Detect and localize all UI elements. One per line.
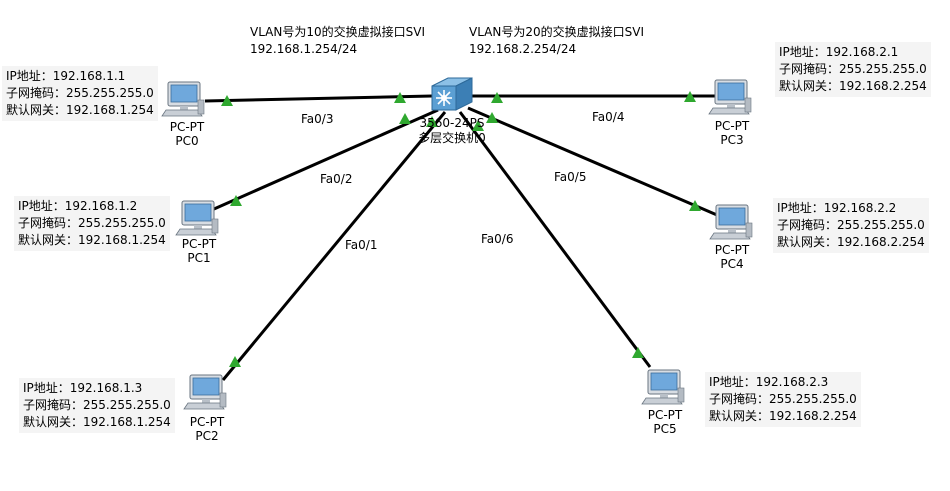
link-status-layer: [221, 91, 701, 367]
computer-icon[interactable]: [641, 369, 685, 405]
pc3-gateway: 默认网关：192.168.2.254: [779, 79, 927, 93]
pc3-mask: 子网掩码：255.255.255.0: [779, 62, 927, 76]
svi-vlan10-address: 192.168.1.254/24: [250, 42, 358, 56]
link-status-triangle: [399, 113, 411, 124]
pc0-label: PC-PT PC0: [152, 120, 222, 148]
link-pc2[interactable]: [221, 111, 447, 381]
link-status-triangle: [491, 92, 503, 103]
pc4-gateway: 默认网关：192.168.2.254: [777, 235, 925, 249]
link-status-triangle: [229, 356, 241, 367]
pc3-label: PC-PT PC3: [697, 119, 767, 147]
pc5-mask: 子网掩码：255.255.255.0: [709, 392, 857, 406]
pc5-config-note: IP地址：192.168.2.3 子网掩码：255.255.255.0 默认网关…: [705, 372, 861, 427]
port-label-fa0-1: Fa0/1: [345, 238, 378, 252]
pc5-gateway: 默认网关：192.168.2.254: [709, 409, 857, 423]
pc3-ip: IP地址：192.168.2.1: [779, 45, 899, 59]
pc2-type: PC-PT: [189, 415, 225, 429]
pc4-name: PC4: [720, 257, 744, 271]
pc4-label: PC-PT PC4: [697, 243, 767, 271]
computer-icon[interactable]: [161, 81, 205, 117]
multilayer-switch-icon[interactable]: [431, 77, 473, 111]
link-pc4[interactable]: [467, 106, 718, 217]
pc0-name: PC0: [175, 134, 199, 148]
pc3-name: PC3: [720, 133, 744, 147]
pc1-gateway: 默认网关：192.168.1.254: [18, 233, 166, 247]
pc2-label: PC-PT PC2: [172, 415, 242, 443]
computer-icon[interactable]: [175, 200, 219, 236]
pc5-ip: IP地址：192.168.2.3: [709, 375, 829, 389]
pc5-name: PC5: [653, 422, 677, 436]
pc0-gateway: 默认网关：192.168.1.254: [6, 103, 154, 117]
pc4-config-note: IP地址：192.168.2.2 子网掩码：255.255.255.0 默认网关…: [773, 198, 929, 253]
link-status-triangle: [426, 116, 438, 127]
pc1-config-note: IP地址：192.168.1.2 子网掩码：255.255.255.0 默认网关…: [14, 196, 170, 251]
pc2-gateway: 默认网关：192.168.1.254: [23, 415, 171, 429]
computer-icon[interactable]: [709, 204, 753, 240]
svi-vlan10-title: VLAN号为10的交换虚拟接口SVI: [250, 25, 425, 39]
svi-vlan20-title: VLAN号为20的交换虚拟接口SVI: [469, 25, 644, 39]
pc4-ip: IP地址：192.168.2.2: [777, 201, 897, 215]
link-status-triangle: [221, 95, 233, 106]
svi-vlan20-note: VLAN号为20的交换虚拟接口SVI 192.168.2.254/24: [469, 24, 644, 58]
port-label-fa0-4: Fa0/4: [592, 110, 625, 124]
link-status-triangle: [632, 347, 644, 358]
link-status-triangle: [472, 120, 484, 131]
pc4-type: PC-PT: [714, 243, 750, 257]
links-layer: [204, 94, 718, 381]
pc1-type: PC-PT: [181, 237, 217, 251]
pc5-label: PC-PT PC5: [630, 408, 700, 436]
pc1-name: PC1: [187, 251, 211, 265]
pc4-mask: 子网掩码：255.255.255.0: [777, 218, 925, 232]
pc5-type: PC-PT: [647, 408, 683, 422]
link-status-triangle: [684, 91, 696, 102]
link-status-triangle: [689, 200, 701, 211]
link-status-triangle: [486, 112, 498, 123]
pc0-type: PC-PT: [169, 120, 205, 134]
link-status-triangle: [394, 92, 406, 103]
computer-icon[interactable]: [708, 79, 752, 115]
pc2-mask: 子网掩码：255.255.255.0: [23, 398, 171, 412]
link-pc1[interactable]: [213, 108, 439, 211]
pc0-ip: IP地址：192.168.1.1: [6, 69, 126, 83]
pc3-config-note: IP地址：192.168.2.1 子网掩码：255.255.255.0 默认网关…: [775, 42, 931, 97]
pc2-ip: IP地址：192.168.1.3: [23, 381, 143, 395]
switch-model: 3560-24PS: [419, 116, 485, 130]
pc3-type: PC-PT: [714, 119, 750, 133]
pc1-label: PC-PT PC1: [164, 237, 234, 265]
svi-vlan10-note: VLAN号为10的交换虚拟接口SVI 192.168.1.254/24: [250, 24, 425, 58]
port-label-fa0-6: Fa0/6: [481, 232, 514, 246]
computer-icon[interactable]: [183, 374, 227, 410]
port-label-fa0-3: Fa0/3: [301, 112, 334, 126]
port-label-fa0-2: Fa0/2: [320, 172, 353, 186]
switch-name: 多层交换机0: [418, 131, 486, 145]
switch-label: 3560-24PS 多层交换机0: [397, 116, 507, 146]
pc0-mask: 子网掩码：255.255.255.0: [6, 86, 154, 100]
pc0-config-note: IP地址：192.168.1.1 子网掩码：255.255.255.0 默认网关…: [2, 66, 158, 121]
pc1-mask: 子网掩码：255.255.255.0: [18, 216, 166, 230]
svi-vlan20-address: 192.168.2.254/24: [469, 42, 577, 56]
pc2-name: PC2: [195, 429, 219, 443]
link-pc0[interactable]: [204, 94, 433, 103]
pc2-config-note: IP地址：192.168.1.3 子网掩码：255.255.255.0 默认网关…: [19, 378, 175, 433]
link-pc5[interactable]: [458, 111, 652, 368]
port-label-fa0-5: Fa0/5: [554, 170, 587, 184]
link-status-triangle: [230, 195, 242, 206]
pc1-ip: IP地址：192.168.1.2: [18, 199, 138, 213]
